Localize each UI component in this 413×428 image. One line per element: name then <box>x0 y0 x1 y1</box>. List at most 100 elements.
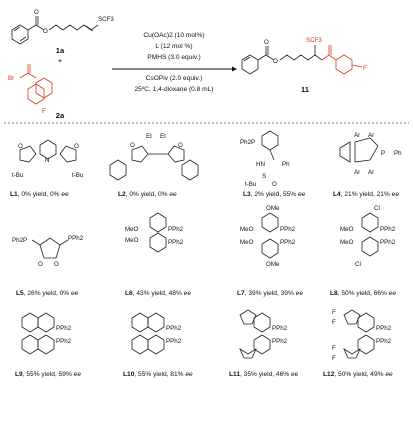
l3-oxygen: O <box>272 181 277 188</box>
l4-ar-3: Ar <box>354 169 360 176</box>
l2-ethyl-right: Et <box>160 133 166 140</box>
reactant-2a-label: 2a <box>56 111 65 120</box>
ligand-l8-caption: L8, 50% yield, 66% ee <box>330 290 396 297</box>
l1-tbu-left: t-Bu <box>12 172 24 179</box>
l2-ethyl-left: Et <box>146 133 152 140</box>
l12-fluorine-3: F <box>332 345 336 352</box>
ester-oxygen: O <box>43 28 48 35</box>
l11-pph2-top: PPh2 <box>272 325 288 332</box>
l3-sulfur: S <box>262 173 266 180</box>
l3-phenyl: Ph <box>282 161 290 168</box>
l6-pph2-bottom: PPh2 <box>168 239 184 246</box>
ligand-l3-caption: L3, 2% yield, 55% ee <box>243 191 306 198</box>
l7-ome-bottom: OMe <box>266 261 280 268</box>
product-label: 11 <box>301 85 310 94</box>
l12-pph2-top: PPh2 <box>376 325 392 332</box>
ligand-l10-caption: L10, 55% yield, 81% ee <box>123 371 193 378</box>
l12-pph2-bottom: PPh2 <box>376 338 392 345</box>
ligand-l7-caption: L7, 39% yield, 39% ee <box>237 290 303 297</box>
l12-fluorine-4: F <box>332 355 336 362</box>
l8-pph2-top: PPh2 <box>380 226 396 233</box>
l12-fluorine-1: F <box>332 309 336 316</box>
ligand-l3-structure: Ph2P HN Ph S t-Bu O <box>240 130 290 188</box>
l7-meo-2: MeO <box>240 239 254 246</box>
ligand-l9-structure: PPh2 PPh2 <box>21 312 72 355</box>
l8-pph2-bottom: PPh2 <box>380 239 396 246</box>
plus-sign: + <box>58 56 63 65</box>
product-fluorine: F <box>363 65 367 72</box>
l6-pph2-top: PPh2 <box>168 226 184 233</box>
product-scf3: SCF3 <box>306 37 322 44</box>
l6-meo-bottom: MeO <box>125 237 139 244</box>
ligand-l12-structure: F F F F PPh2 PPh2 <box>332 309 392 362</box>
l8-cl-top: Cl <box>374 205 380 212</box>
ligand-l7-structure: OMe MeO MeO PPh2 PPh2 OMe <box>240 205 296 268</box>
l2-oxygen-right: O <box>178 142 183 149</box>
condition-solvent: 25ºC, 1,4-dioxane (0.8 mL) <box>134 86 213 93</box>
product-ester-oxygen: O <box>273 58 278 65</box>
l5-oxygen-right: O <box>54 261 59 268</box>
l11-pph2-bottom: PPh2 <box>272 338 288 345</box>
reactant-2a: Br F <box>8 64 53 115</box>
l6-meo-top: MeO <box>125 226 139 233</box>
l4-ar-1: Ar <box>354 132 360 139</box>
condition-ligand: L (12 mol %) <box>155 43 192 50</box>
condition-catalyst: Cu(OAc)2 (10 mol%) <box>143 32 204 39</box>
l8-cl-bottom: Cl <box>355 261 361 268</box>
l7-meo-1: MeO <box>240 226 254 233</box>
ligand-l2-structure: Et Et O O <box>109 133 199 181</box>
l5-pph2: PPh2 <box>68 235 84 242</box>
ligand-l10-structure: PPh2 PPh2 <box>131 312 182 355</box>
l9-pph2-bottom: PPh2 <box>56 338 72 345</box>
ligand-l6-structure: MeO MeO PPh2 PPh2 <box>125 212 184 253</box>
ligand-l4-caption: L4, 21% yield, 21% ee <box>333 191 399 198</box>
l9-pph2-top: PPh2 <box>56 325 72 332</box>
reaction-arrow <box>112 66 237 72</box>
ligand-l11-caption: L11, 35% yield, 46% ee <box>229 371 299 378</box>
condition-base: CsOPiv (2.0 equiv.) <box>146 75 203 82</box>
ligand-l12-caption: L12, 50% yield, 49% ee <box>323 371 393 378</box>
ligand-l2-caption: L2, 0% yield, 0% ee <box>118 191 177 198</box>
carbonyl-oxygen: O <box>34 9 39 16</box>
l3-ph2p: Ph2P <box>240 139 255 146</box>
l4-phosphorus: P <box>381 150 385 157</box>
ligand-l1-structure: N O O t-Bu t-Bu <box>12 139 84 179</box>
l3-tbu: t-Bu <box>245 181 257 188</box>
bromine-label: Br <box>8 75 14 82</box>
reactant-1a-label: 1a <box>56 46 65 55</box>
ligand-l5-structure: Ph2P PPh2 O O <box>12 235 84 268</box>
fluorine-label-2a: F <box>42 108 46 115</box>
l1-oxygen-left: O <box>18 143 23 150</box>
ligand-l6-caption: L6, 43% yield, 48% ee <box>125 290 191 297</box>
l8-meo-bottom: MeO <box>340 239 354 246</box>
ligand-l9-caption: L9, 55% yield, 59% ee <box>15 371 81 378</box>
l4-ar-2: Ar <box>368 132 374 139</box>
l4-phenyl: Ph <box>394 150 402 157</box>
condition-silane: PMHS (3.0 equiv.) <box>147 54 200 61</box>
l1-pyridine-n: N <box>45 157 49 164</box>
ligand-l1-caption: L1, 0% yield, 0% ee <box>10 191 69 198</box>
l2-oxygen-left: O <box>130 142 135 149</box>
l7-ome-top: OMe <box>266 205 280 212</box>
l3-hn: HN <box>256 161 265 168</box>
l7-pph2-top: PPh2 <box>280 226 296 233</box>
ligand-l8-structure: Cl MeO MeO PPh2 PPh2 Cl <box>340 205 396 268</box>
l5-ph2p: Ph2P <box>12 237 27 244</box>
l4-ar-4: Ar <box>368 169 374 176</box>
scf3-group-1a: SCF3 <box>98 16 114 23</box>
l8-meo-top: MeO <box>340 226 354 233</box>
l10-pph2-top: PPh2 <box>166 325 182 332</box>
l12-fluorine-2: F <box>332 319 336 326</box>
l1-oxygen-right: O <box>74 143 79 150</box>
ligand-l5-caption: L5, 26% yield, 0% ee <box>16 290 79 297</box>
l1-tbu-right: t-Bu <box>72 172 84 179</box>
ligand-l11-structure: PPh2 PPh2 <box>239 309 288 359</box>
product-carbonyl-oxygen: O <box>264 39 269 46</box>
reactant-1a: O O SCF3 <box>11 9 114 45</box>
l5-oxygen-left: O <box>38 261 43 268</box>
l10-pph2-bottom: PPh2 <box>166 338 182 345</box>
product-11: O O SCF3 F <box>241 37 367 75</box>
l7-pph2-bottom: PPh2 <box>280 239 296 246</box>
ligand-l4-structure: Ar Ar Ar Ar P Ph <box>339 132 402 176</box>
